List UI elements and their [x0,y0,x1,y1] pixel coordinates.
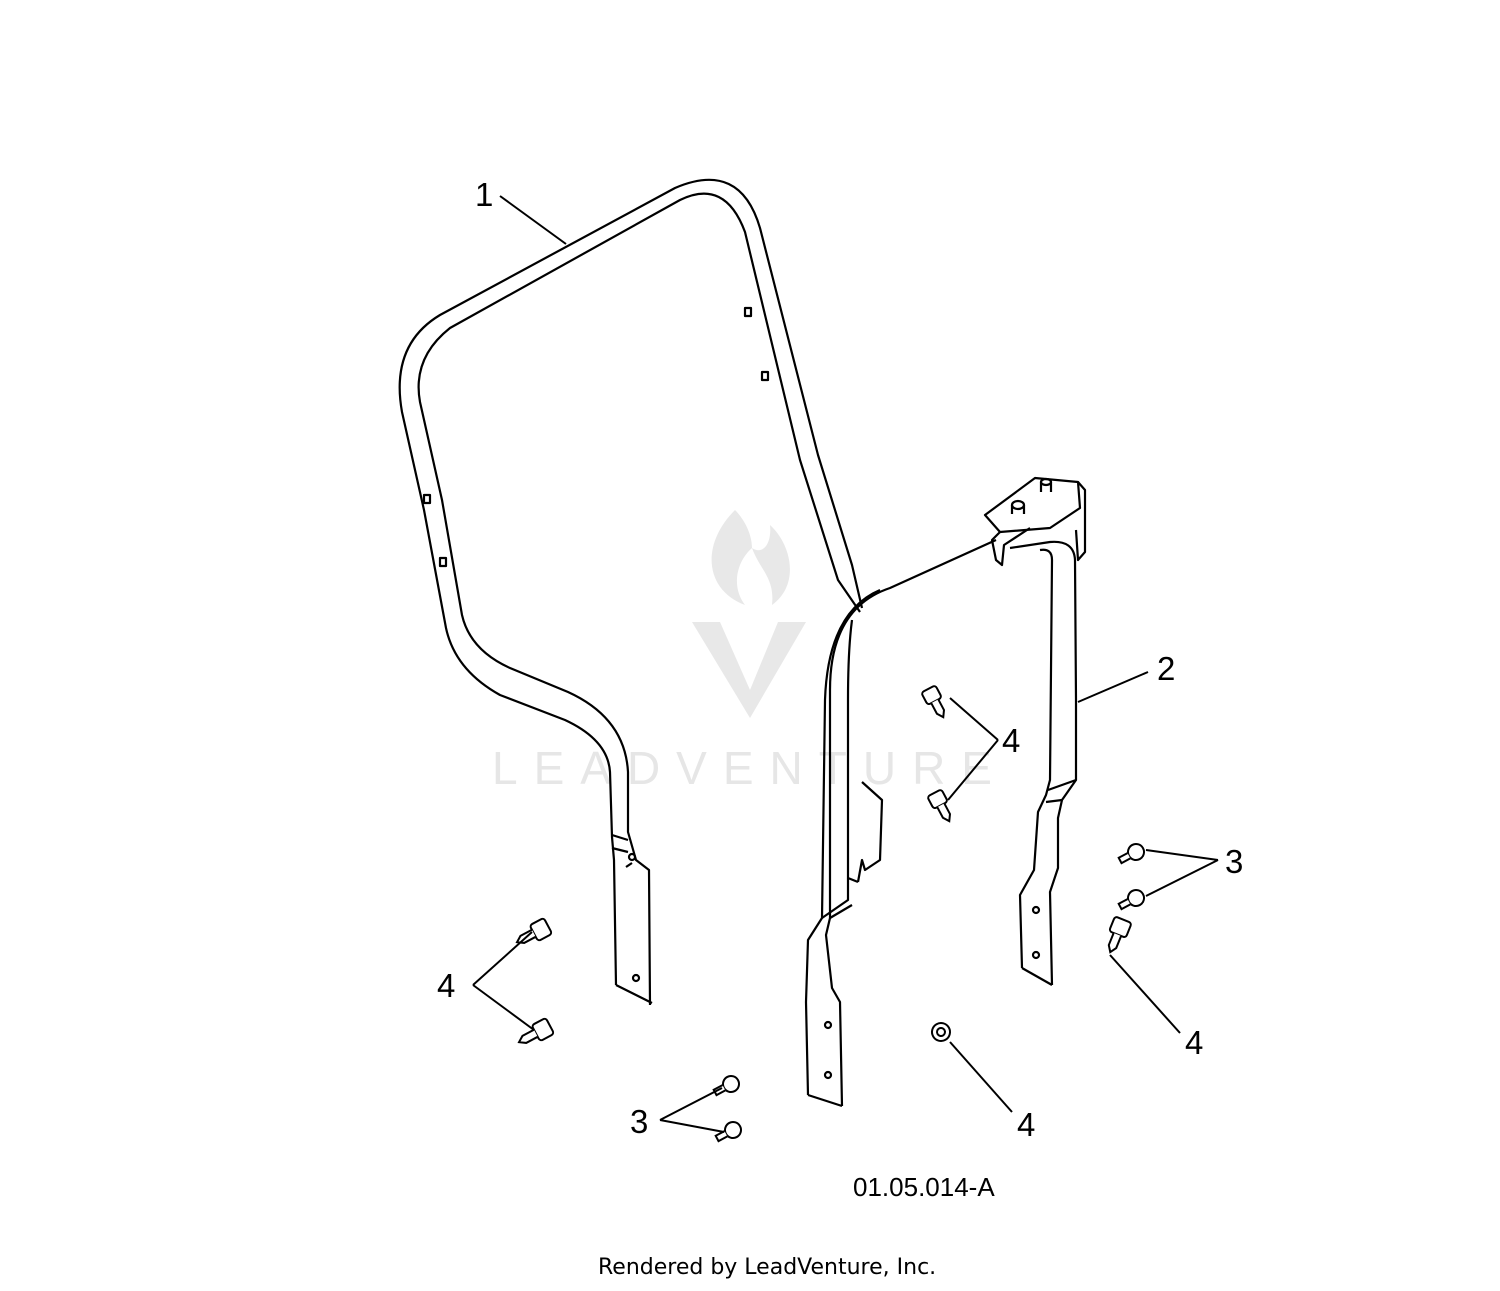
callout-3-right: 3 [1225,843,1243,880]
rendered-by-credit: Rendered by LeadVenture, Inc. [598,1255,936,1280]
flame-logo-icon [692,510,806,718]
part-2-support-bracket [804,476,1087,1108]
bolt-center-lower [927,789,952,823]
bolt-center-upper [921,685,946,719]
callout-2-bracket: 2 [1157,650,1175,687]
callout-1-frame: 1 [475,176,493,213]
callout-4-bottom: 4 [1017,1106,1035,1143]
part-1-handle-frame [398,178,864,1006]
bolt-right [1107,916,1132,954]
screw-bottom-lower [714,1121,742,1143]
bolt-left-lower [517,1017,555,1044]
callout-4-center: 4 [1002,722,1020,759]
screw-right-lower [1117,889,1145,911]
bolt-bottom [931,1022,951,1042]
leader-lines [472,195,1219,1133]
drawing-code: 01.05.014-A [853,1172,995,1202]
screw-right-upper [1117,843,1145,865]
watermark: LEADVENTURE [492,510,1008,794]
callout-4-left: 4 [437,967,455,1004]
watermark-text: LEADVENTURE [492,742,1008,794]
screw-bottom-upper [712,1075,740,1097]
callout-4-right: 4 [1185,1024,1203,1061]
callout-3-bottom: 3 [630,1103,648,1140]
bolt-left-upper [515,917,553,944]
fasteners [515,685,1145,1143]
